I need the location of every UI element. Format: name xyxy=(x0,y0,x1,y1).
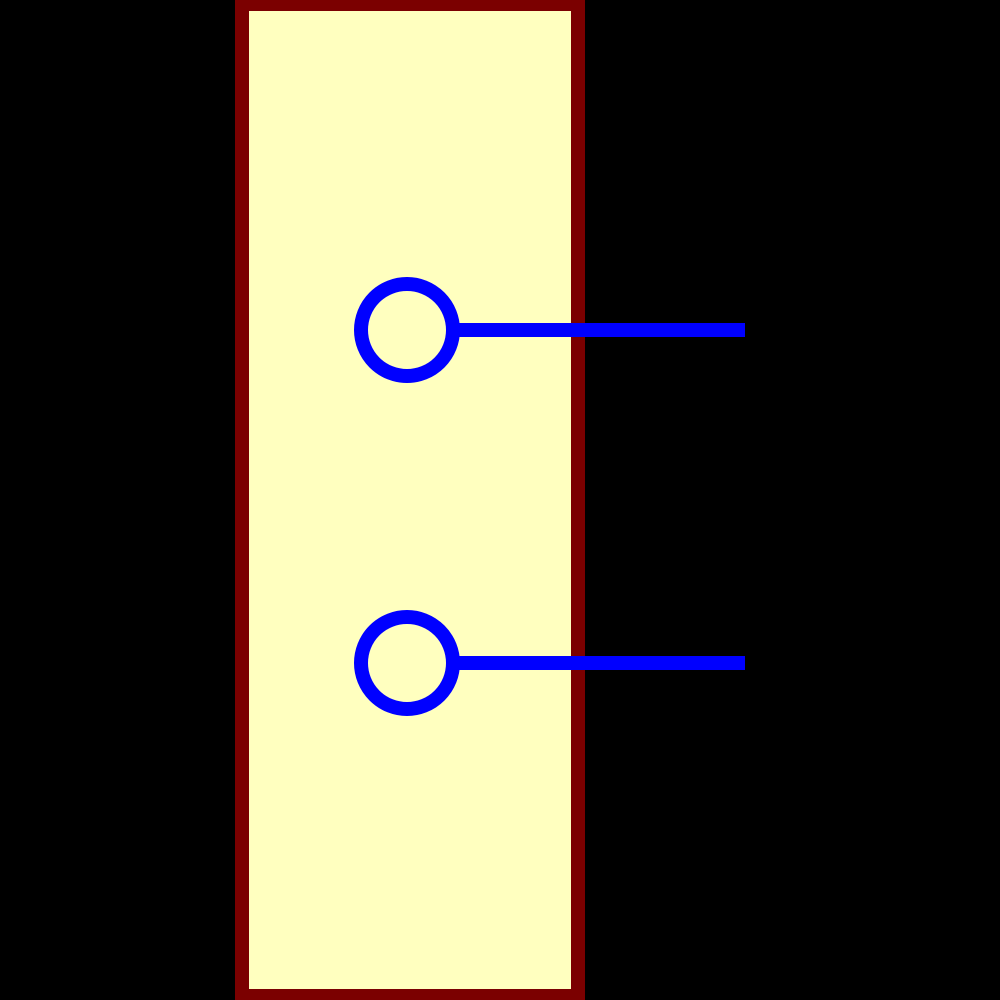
pin-1-circle[interactable] xyxy=(354,277,460,383)
pin-2[interactable] xyxy=(354,610,745,716)
component-body[interactable] xyxy=(235,0,585,1000)
pin-1[interactable] xyxy=(354,277,745,383)
pin-2-circle[interactable] xyxy=(354,610,460,716)
